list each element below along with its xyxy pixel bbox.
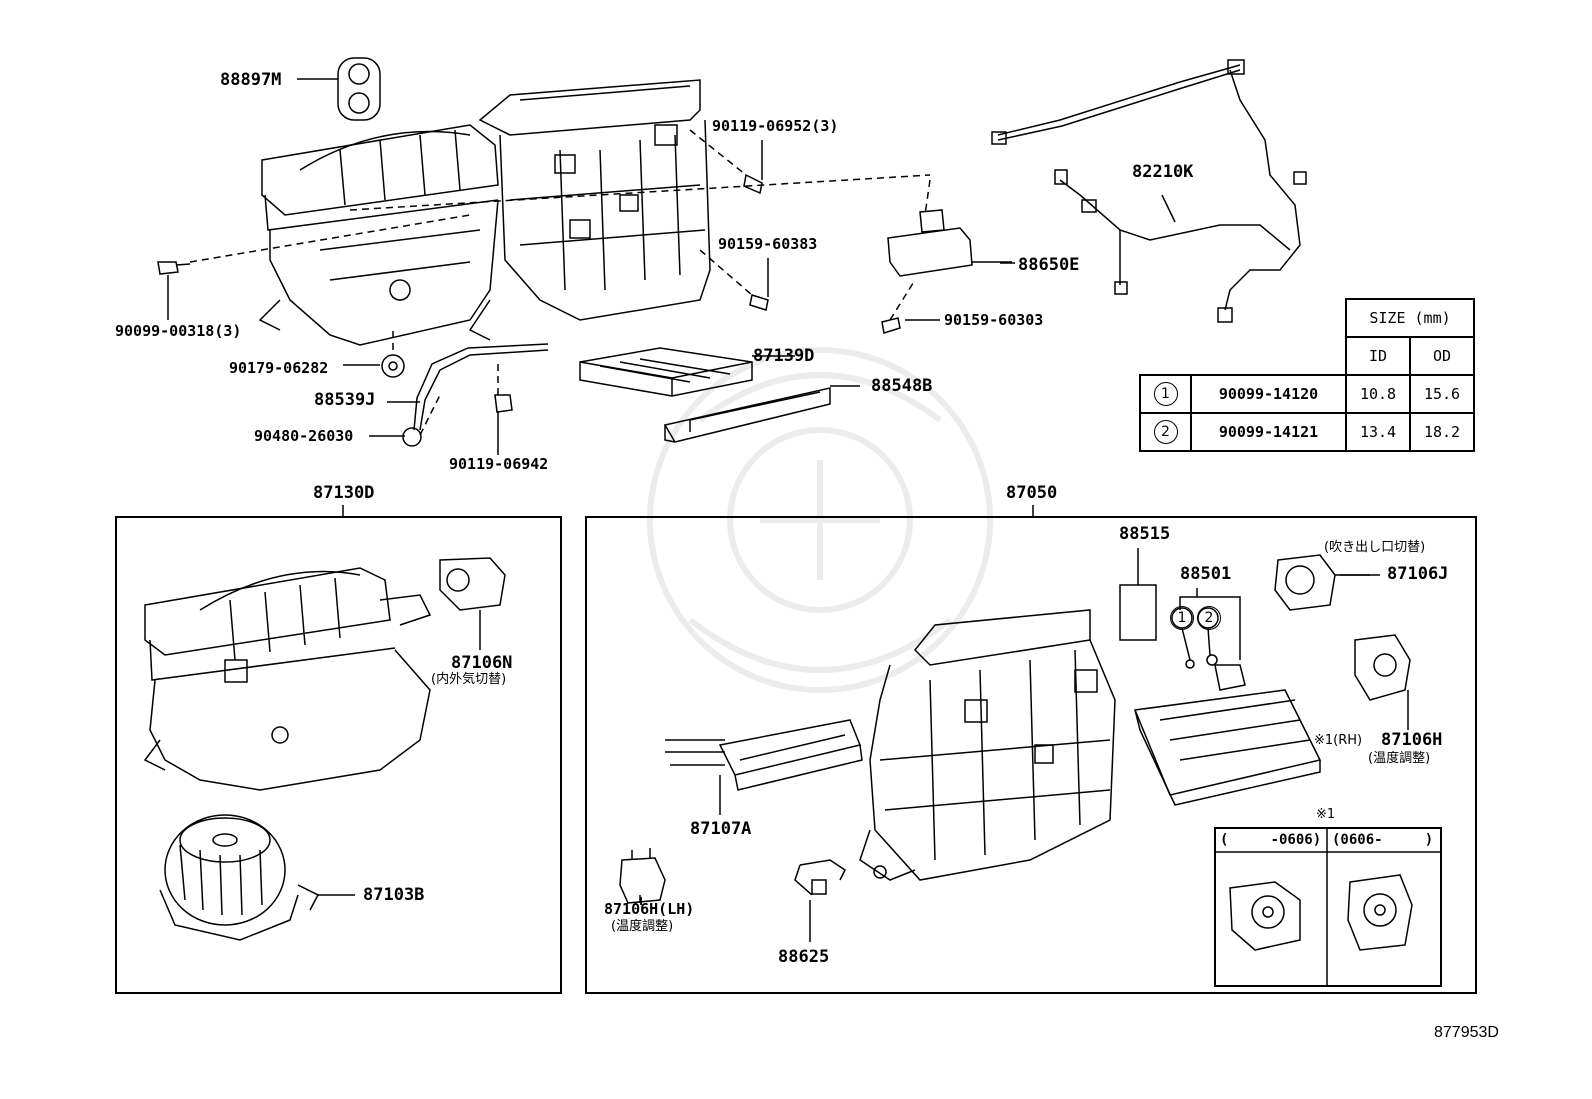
blower-motor-87103B [159,814,355,941]
drain-hose-88539J [413,343,549,431]
screw-90159-60303 [881,317,901,334]
gasket-88897M [337,57,381,121]
part-label-90159-60383: 90159-60383 [718,235,818,253]
sensor-88625 [794,859,846,942]
footnote-mark: ※1 [1316,807,1336,822]
blower-unit-87130D [143,567,432,791]
size-col-od: OD [1409,336,1475,376]
part-label-90119-06952: 90119-06952(3) [712,117,839,135]
servo-87106H-LH [619,848,666,905]
part-label-87139D: 87139D [753,346,815,366]
table-row: 1 90099-14120 10.8 15.6 [1139,374,1475,414]
part-ref-87106H-RH: ※1(RH) [1314,733,1363,748]
part-note-87106H-LH: (温度調整) [611,919,674,934]
part-label-88625: 88625 [778,947,830,967]
screw-90119-06952 [743,140,763,195]
diagram-id: 877953D [1434,1024,1499,1041]
part-label-90099-00318: 90099-00318(3) [115,322,242,340]
size-row-od: 18.2 [1409,412,1475,452]
circle-marker-1: 1 [1170,606,1194,630]
revision-table-divider [1215,828,1441,986]
part-label-88897M: 88897M [220,70,282,90]
part-label-87103B: 87103B [363,885,425,905]
leader-lines [297,78,1034,518]
watermark-logo [647,347,993,693]
part-label-87106N: 87106N [451,653,513,673]
part-label-88650E: 88650E [1018,255,1080,275]
dashed-leaders [189,129,931,436]
part-note-87106N: (内外気切替) [431,672,507,687]
screw-90159-60383 [749,258,769,311]
servo-87106H-RH [1354,634,1411,730]
size-row-id: 10.8 [1345,374,1411,414]
heater-core-87107A [665,719,863,815]
part-note-87106J: (吹き出し口切替) [1324,540,1426,555]
size-row-mark: 2 [1153,420,1178,444]
wire-harness-82210K [991,59,1307,323]
heater-case-87050 [859,609,1116,881]
part-label-82210K: 82210K [1132,162,1194,182]
box-87130D [115,516,562,994]
part-label-88501: 88501 [1180,564,1232,584]
servo-variant-before [1229,881,1301,951]
screw-90099-00318 [157,261,191,320]
upper-hvac-assembly [258,79,711,346]
part-label-87106H-LH: 87106H(LH) [604,900,695,918]
revision-table-frame [1214,827,1442,987]
part-label-87107A: 87107A [690,819,752,839]
size-table: SIZE (mm) ID OD 1 90099-14120 10.8 15.6 … [1139,298,1475,452]
size-col-id: ID [1345,336,1411,376]
size-row-id: 13.4 [1345,412,1411,452]
servo-87106N [439,557,506,650]
part-label-90480-26030: 90480-26030 [254,427,354,445]
size-row-od: 15.6 [1409,374,1475,414]
part-label-90179-06282: 90179-06282 [229,359,329,377]
part-label-90159-60303: 90159-60303 [944,311,1044,329]
size-table-header: SIZE (mm) [1345,298,1475,338]
size-row-part: 90099-14120 [1190,374,1347,414]
circle-marker-2: 2 [1197,606,1221,630]
part-label-87106H: 87106H [1381,730,1443,750]
clip-90480-26030 [402,427,422,447]
part-label-88539J: 88539J [314,390,376,410]
revision-after-header: (0606- ) [1332,832,1434,848]
screw-90119-06942 [494,394,513,455]
table-row: 2 90099-14121 13.4 18.2 [1139,412,1475,452]
part-label-87130D: 87130D [313,483,375,503]
part-label-87106J: 87106J [1387,564,1449,584]
evaporator-88501 [1133,588,1322,806]
part-label-90119-06942: 90119-06942 [449,455,549,473]
servo-variant-after [1347,874,1413,951]
expansion-valve-88515 [1119,548,1157,641]
revision-before-header: ( -0606) [1220,832,1322,848]
filter-87139D [579,347,795,397]
amplifier-88650E [887,209,1012,277]
size-row-mark: 1 [1153,382,1178,406]
clip-90179-06282 [381,354,405,378]
filter-case-88548B [663,385,860,443]
box-87050 [585,516,1477,994]
part-label-88548B: 88548B [871,376,933,396]
part-note-87106H: (温度調整) [1368,751,1431,766]
part-label-88515: 88515 [1119,524,1171,544]
servo-87106J [1274,554,1380,611]
size-row-part: 90099-14121 [1190,412,1347,452]
part-label-87050: 87050 [1006,483,1058,503]
